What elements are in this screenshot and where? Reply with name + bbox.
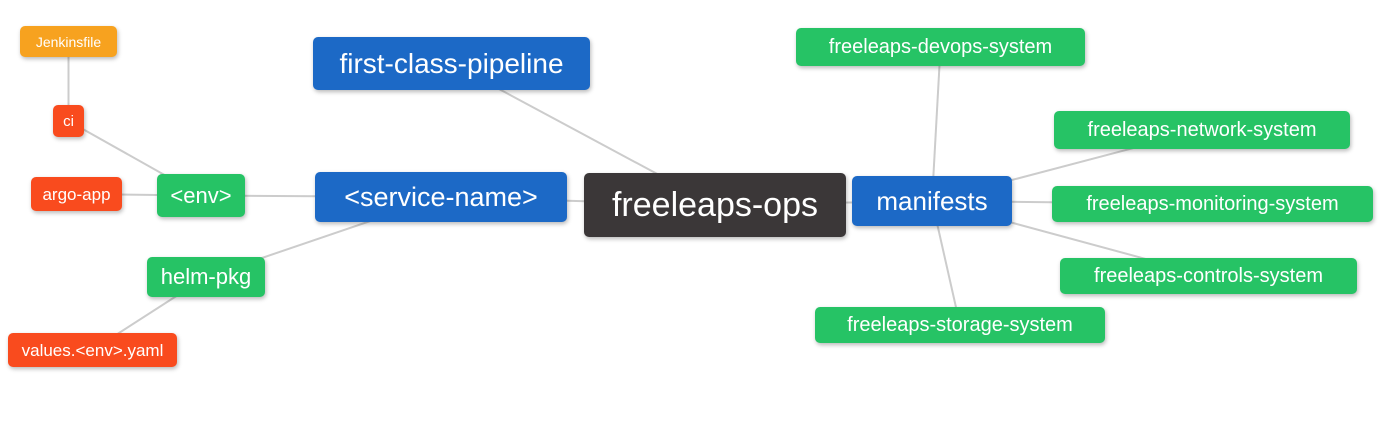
node-freeleaps-network-system[interactable]: freeleaps-network-system [1054, 111, 1350, 149]
node-first-class-pipeline[interactable]: first-class-pipeline [313, 37, 590, 90]
node-freeleaps-ops[interactable]: freeleaps-ops [584, 173, 846, 237]
node-argo-app[interactable]: argo-app [31, 177, 122, 211]
node-freeleaps-storage-system[interactable]: freeleaps-storage-system [815, 307, 1105, 343]
node-freeleaps-monitoring-system[interactable]: freeleaps-monitoring-system [1052, 186, 1373, 222]
node-ci[interactable]: ci [53, 105, 84, 137]
edge-manifests-freeleaps-devops-system [931, 46, 942, 202]
node-manifests[interactable]: manifests [852, 176, 1012, 226]
node-helm-pkg[interactable]: helm-pkg [147, 257, 265, 297]
node-env[interactable]: <env> [157, 174, 245, 217]
node-freeleaps-controls-system[interactable]: freeleaps-controls-system [1060, 258, 1357, 294]
node-jenkinsfile[interactable]: Jenkinsfile [20, 26, 117, 57]
node-service-name[interactable]: <service-name> [315, 172, 567, 222]
node-freeleaps-devops-system[interactable]: freeleaps-devops-system [796, 28, 1085, 66]
node-values-env-yaml[interactable]: values.<env>.yaml [8, 333, 177, 367]
